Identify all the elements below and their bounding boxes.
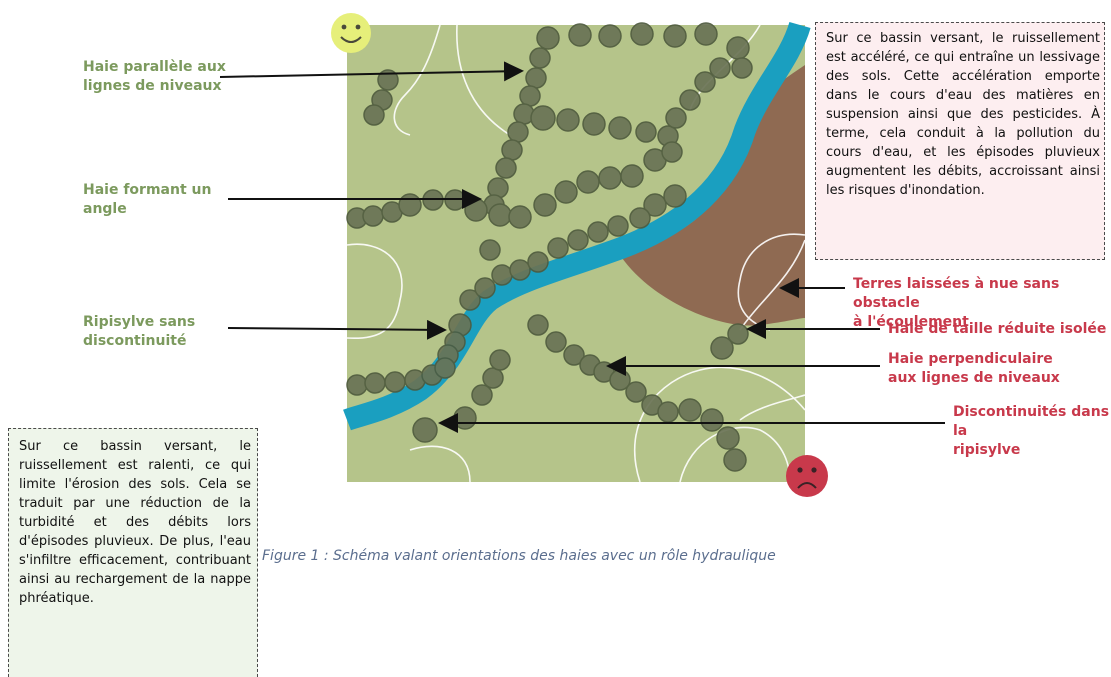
label-line: Haie perpendiculaire	[888, 351, 1053, 367]
note-accelerated-runoff: Sur ce bassin versant, le ruissellement …	[815, 22, 1105, 260]
label-line: ripisylve	[953, 442, 1021, 458]
bare-soil-area	[620, 65, 805, 326]
pointer-arrows	[219, 61, 945, 433]
label-line: Haie formant un	[83, 182, 212, 198]
label-line: à l'écoulement	[853, 314, 969, 330]
label-line: Haie parallèle aux	[83, 59, 226, 75]
contour-lines	[346, 24, 806, 483]
label-haie-parallele: Haie parallèle aux lignes de niveaux	[83, 58, 226, 96]
label-line: Terres laissées à nue sans obstacle	[853, 276, 1060, 311]
happy-face-icon	[331, 13, 371, 53]
label-line: Discontinuités dans la	[953, 404, 1110, 439]
note-slowed-runoff: Sur ce bassin versant, le ruissellement …	[8, 428, 258, 677]
label-line: Haie de taille réduite isolée	[888, 321, 1107, 337]
label-ripisylve: Ripisylve sans discontinuité	[83, 313, 195, 351]
arrow-ripisylve	[227, 319, 447, 340]
label-line: discontinuité	[83, 333, 187, 349]
label-haie-angle: Haie formant un angle	[83, 181, 211, 219]
sad-face-icon	[786, 455, 828, 497]
label-line: lignes de niveaux	[83, 78, 222, 94]
label-haie-isolee: Haie de taille réduite isolée	[888, 320, 1106, 339]
arrow-haie-parallele	[219, 61, 524, 82]
label-haie-perp: Haie perpendiculaire aux lignes de nivea…	[888, 350, 1060, 388]
figure-caption: Figure 1 : Schéma valant orientations de…	[262, 548, 776, 564]
label-terres: Terres laissées à nue sans obstacle à l'…	[853, 275, 1111, 332]
label-line: Ripisylve sans	[83, 314, 196, 330]
river	[343, 21, 811, 431]
label-line: aux lignes de niveaux	[888, 370, 1060, 386]
label-line: angle	[83, 201, 127, 217]
label-discontinuites: Discontinuités dans la ripisylve	[953, 403, 1111, 460]
hedge-trees	[346, 22, 753, 472]
